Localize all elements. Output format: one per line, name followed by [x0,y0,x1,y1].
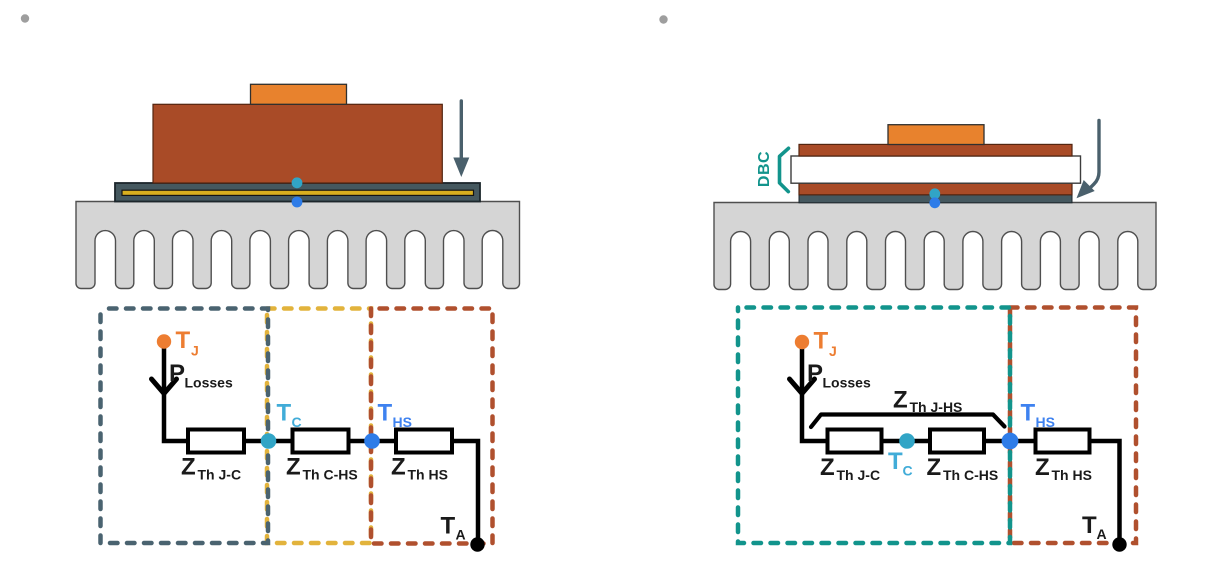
left-label-zthchs-sub: Th C-HS [303,467,358,483]
left-label-plosses-sub: Losses [185,375,233,391]
right-box-module [735,305,1013,546]
right-resistor-zthchs [928,427,986,455]
left-resistor-zthchs [290,427,351,455]
right-jhs-brace [808,412,1007,430]
left-label-tc-sub: C [292,414,302,430]
right-label-zthjhs: Z [893,387,908,414]
left-label-ths: T [378,400,393,427]
right-node-tc [899,433,915,449]
right-label-zthjhs-sub: Th J-HS [910,399,963,415]
left-label-plosses: P [169,360,185,387]
left-label-tj-sub: J [191,343,199,359]
left-case-point [291,177,303,189]
left-mounting-arrow [453,99,470,177]
left-label-zthhs: Z [391,454,406,481]
right-mounting-arrow [1076,118,1101,199]
left-stack-drawing [75,83,521,290]
right-label-zthchs-sub: Th C-HS [943,467,998,483]
left-heatsink-point [291,196,303,208]
left-resistor-zthhs [394,427,454,455]
left-label-ta: T [441,513,456,540]
left-node-tj [156,334,172,349]
left-node-ta [470,537,485,552]
left-node-tc [260,433,277,449]
right-heatsink-point [929,197,941,209]
right-label-tj: T [814,328,829,355]
right-node-ta [1112,537,1127,552]
right-label-zthhs-sub: Th HS [1052,467,1092,483]
right-box-heatsink [1007,305,1139,546]
right-node-tj [794,334,810,350]
right-label-zthchs: Z [927,454,942,481]
left-heatsink [75,200,521,290]
dbc-brace [777,146,791,194]
right-label-zthhs: Z [1035,454,1050,481]
left-label-ta-sub: A [456,527,466,543]
right-label-plosses: P [807,360,823,387]
left-resistor-zthjc [186,427,246,455]
right-label-zthjc: Z [820,454,835,481]
right-label-ta: T [1082,512,1097,539]
left-label-zthchs: Z [286,454,301,481]
right-label-tc: T [888,448,903,475]
right-label-zthjc-sub: Th J-C [837,467,881,483]
left-module-body [152,103,443,184]
right-copper-top [798,143,1073,157]
right-heatsink [713,201,1157,291]
right-circuit: T J P Losses Z Th J-HS Z Th J-C T C Z Th… [735,305,1139,552]
left-tim-layer [121,189,475,196]
left-circuit: T J P Losses Z Th J-C T C Z Th C-HS T HS… [98,306,495,552]
right-label-ths: T [1021,400,1036,427]
right-resistor-zthjc [825,427,884,455]
right-label-ta-sub: A [1097,526,1107,542]
right-label-ths-sub: HS [1036,414,1055,430]
left-node-ths [364,433,380,449]
left-box-module [98,306,271,546]
right-node-ths [1001,432,1019,450]
right-losses-arrowhead [787,376,817,396]
left-label-zthjc: Z [181,454,196,481]
right-label-tj-sub: J [829,343,837,359]
right-ceramic [790,155,1082,184]
right-label-tc-sub: C [903,463,913,479]
dbc-label: DBC [756,151,773,187]
right-resistor-zthhs [1033,427,1092,455]
left-label-tj: T [176,327,191,354]
right-stack-drawing: DBC [713,118,1157,291]
right-case-point [929,188,941,200]
bullet-dot-left [20,14,30,23]
bullet-dot-right [659,15,668,24]
left-losses-arrowhead [149,376,179,396]
left-chip [249,83,348,105]
left-box-heatsink [368,306,495,546]
left-label-zthjc-sub: Th J-C [198,467,242,483]
right-label-plosses-sub: Losses [823,375,871,391]
left-label-tc: T [277,400,292,427]
left-label-zthhs-sub: Th HS [408,467,448,483]
left-label-ths-sub: HS [393,414,412,430]
right-chip [887,124,985,146]
